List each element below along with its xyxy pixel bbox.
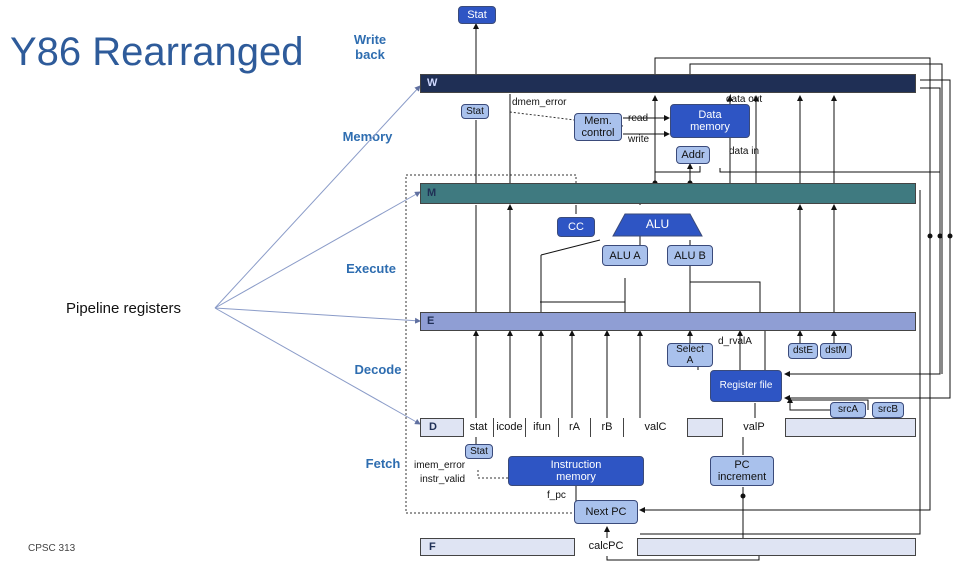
d-field-stat: stat (463, 418, 493, 437)
register-d-label: D (429, 421, 437, 433)
register-e-label: E (427, 315, 435, 327)
pipeline-register-e: E (420, 312, 916, 331)
signal-data-out: data out (726, 94, 763, 105)
signal-d-rvala: d_rvalA (718, 336, 752, 347)
stat-memory-block: Stat (461, 104, 489, 119)
alu-b-block: ALU B (667, 245, 713, 266)
stage-label-memory: Memory (342, 129, 393, 144)
instruction-memory-block: Instruction memory (508, 456, 644, 486)
condition-codes-block: CC (557, 217, 595, 237)
signal-imem-error: imem_error (414, 460, 466, 471)
alu-label: ALU (645, 217, 670, 231)
slide-title: Y86 Rearranged (10, 30, 304, 74)
d-field-valp: valP (722, 418, 786, 437)
srca-block: srcA (830, 402, 866, 418)
signal-data-in: data in (729, 146, 760, 157)
register-f-label: F (429, 541, 436, 553)
stage-label-fetch: Fetch (365, 456, 401, 471)
dstm-block: dstM (820, 343, 852, 359)
signal-f-pc: f_pc (547, 490, 566, 501)
pipeline-registers-label: Pipeline registers (66, 300, 182, 317)
dste-block: dstE (788, 343, 818, 359)
stat-output-block: Stat (458, 6, 496, 24)
data-memory-block: Data memory (670, 104, 750, 138)
signal-write: write (628, 134, 650, 145)
signal-read: read (628, 113, 649, 124)
signal-instr-valid: instr_valid (420, 474, 466, 485)
alu-a-block: ALU A (602, 245, 648, 266)
next-pc-block: Next PC (574, 500, 638, 524)
f-field-calcpc: calcPC (574, 538, 638, 556)
stage-label-writeback: Write back (353, 32, 387, 62)
stage-label-execute: Execute (346, 261, 396, 276)
register-file-block: Register file (710, 370, 782, 402)
d-field-icode: icode (493, 418, 525, 437)
register-m-label: M (427, 187, 437, 199)
pc-increment-block: PC increment (710, 456, 774, 486)
addr-block: Addr (676, 146, 710, 164)
d-field-ra: rA (558, 418, 590, 437)
srcb-block: srcB (872, 402, 904, 418)
register-w-label: W (427, 77, 438, 89)
memory-control-block: Mem. control (574, 113, 622, 141)
pipeline-register-f: F (420, 538, 916, 556)
select-a-block: Select A (667, 343, 713, 367)
d-field-rb: rB (590, 418, 623, 437)
footer-course: CPSC 313 (28, 543, 76, 554)
signal-dmem-error: dmem_error (512, 97, 567, 108)
d-field-ifun: ifun (525, 418, 558, 437)
stat-fetch-block: Stat (465, 444, 493, 459)
pipeline-register-w: W (420, 74, 916, 93)
stage-label-decode: Decode (354, 362, 402, 377)
d-field-valc: valC (623, 418, 688, 437)
pipeline-register-m: M (420, 183, 916, 204)
